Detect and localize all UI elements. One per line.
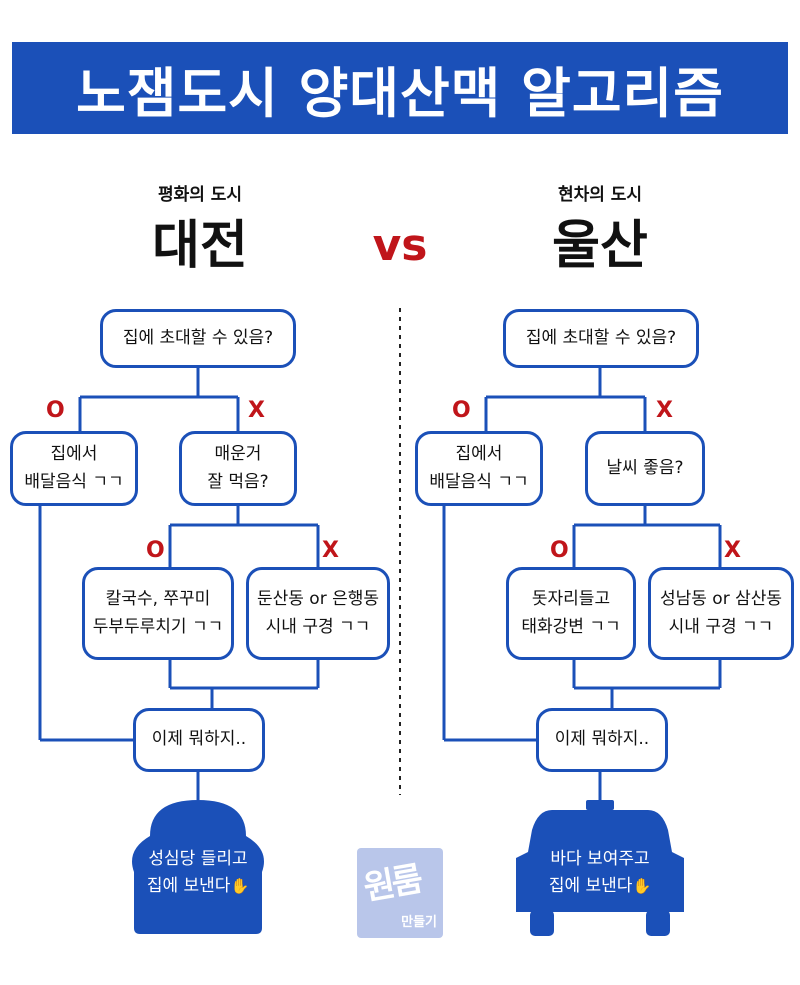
left-spicy-yes-label: O — [146, 538, 165, 563]
left-question-invite: 집에 초대할 수 있음? — [100, 309, 296, 368]
waving-hand-icon: ✋ — [632, 877, 652, 896]
right-city-name: 울산 — [552, 216, 648, 276]
bread-loaf-shape — [132, 800, 264, 934]
left-spicy-no-label: X — [322, 538, 339, 563]
car-shape — [516, 800, 684, 936]
right-no-label: X — [656, 398, 673, 423]
right-weather-yes-label: O — [550, 538, 569, 563]
title-banner: 노잼도시 양대산맥 알고리즘 — [12, 42, 788, 134]
right-connectors — [442, 368, 722, 800]
left-city-name: 대전 — [152, 216, 248, 276]
right-end-label: 바다 보여주고 집에 보낸다✋ — [548, 849, 652, 897]
left-city-subtitle: 평화의 도시 — [157, 185, 243, 205]
watermark-logo: 원룸 만들기 — [357, 848, 443, 938]
right-weather-no-label: X — [724, 538, 741, 563]
right-city-subtitle: 현차의 도시 — [557, 185, 643, 205]
right-question-invite: 집에 초대할 수 있음? — [503, 309, 699, 368]
right-merge-node: 이제 뭐하지.. — [536, 708, 668, 772]
left-end-label: 성심당 들리고 집에 보낸다✋ — [146, 849, 250, 897]
left-no-label: X — [248, 398, 265, 423]
right-yes-label: O — [452, 398, 471, 423]
left-merge-node: 이제 뭐하지.. — [133, 708, 265, 772]
waving-hand-icon: ✋ — [230, 877, 250, 896]
page-title: 노잼도시 양대산맥 알고리즘 — [76, 61, 724, 125]
left-connectors — [38, 368, 320, 800]
vs-label: vs — [372, 220, 428, 271]
left-yes-label: O — [46, 398, 65, 423]
right-question-weather: 날씨 좋음? — [585, 431, 705, 506]
